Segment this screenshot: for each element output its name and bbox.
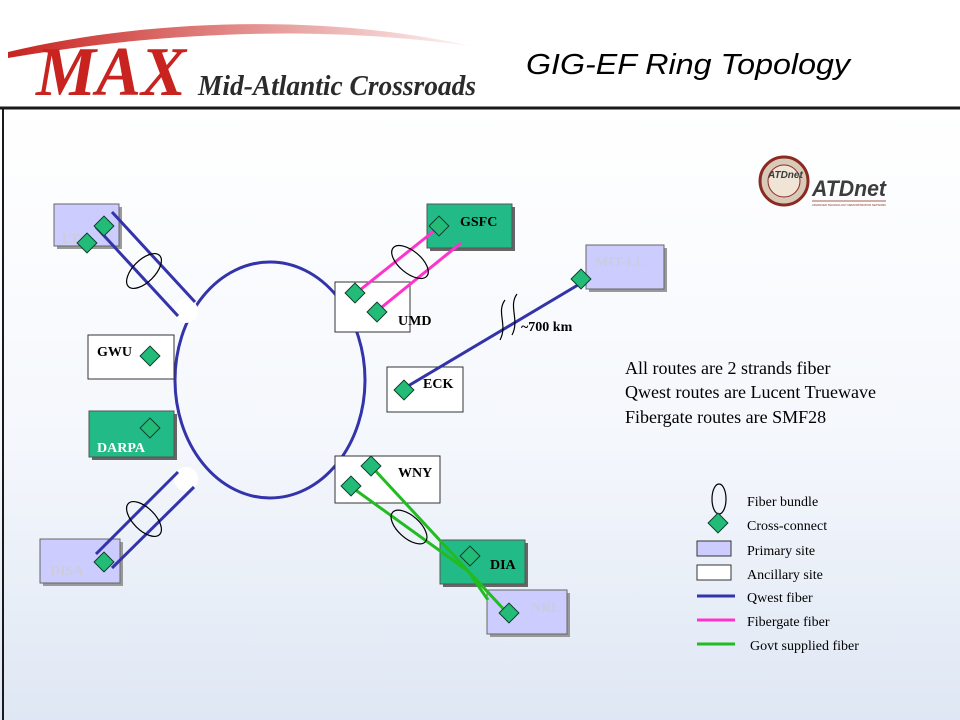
site-label-darpa: DARPA (97, 441, 146, 456)
legend-primary-site-label: Primary site (747, 544, 815, 559)
logo-subtitle: Mid-Atlantic Crossroads (197, 70, 476, 102)
ring-node-disa (174, 467, 198, 491)
atdnet-fine-print: ADVANCED TECHNOLOGY DEMONSTRATION NETWOR… (812, 203, 886, 207)
atdnet-text: ATDnet (811, 176, 888, 201)
page-title: GIG-EF Ring Topology (526, 49, 852, 81)
legend-fibergate-label: Fibergate fiber (747, 615, 830, 630)
legend-primary-site-icon (696, 540, 732, 557)
fiber-bundle-disa (126, 501, 162, 537)
site-label-gsfc: GSFC (460, 215, 497, 230)
atdnet-logo: ATDnet ATDnet ADVANCED TECHNOLOGY DEMONS… (758, 155, 888, 207)
legend-cross-connect-label: Cross-connect (747, 519, 827, 534)
note-qwest: Qwest routes are Lucent Truewave (625, 382, 876, 402)
logo-swoosh (8, 24, 470, 58)
distance-label: ~700 km (521, 320, 573, 335)
atdnet-seal-text: ATDnet (767, 170, 803, 181)
site-box-mitll (585, 244, 665, 290)
qwest-link-lts-a (110, 210, 197, 304)
qwest-link-disa-a (110, 485, 196, 570)
legend-govt-label: Govt supplied fiber (750, 639, 859, 654)
fiber-bundle-dia (390, 509, 428, 545)
atdnet-seal-inner (767, 164, 801, 198)
ring-node-lts (174, 299, 198, 323)
site-box-darpa (88, 410, 175, 458)
fibergate-link-gsfc-a (354, 225, 440, 296)
site-label-disa: DISA (50, 564, 84, 579)
site-label-dia: DIA (490, 558, 517, 573)
site-label-mitll: MIT-LL (595, 255, 645, 270)
govt-link-nrl-a (369, 464, 511, 617)
legend-qwest-label: Qwest fiber (747, 591, 813, 606)
govt-link-dia-b (349, 484, 469, 573)
notes: All routes are 2 strands fiber Qwest rou… (625, 358, 876, 427)
qwest-link-lts-b (94, 225, 180, 318)
max-logo: MAX Mid-Atlantic Crossroads (8, 24, 476, 111)
govt-link-nrl-b (466, 570, 490, 601)
site-label-eck: ECK (423, 377, 453, 392)
fiber-bundle-lts (126, 253, 162, 289)
qwest-ring (173, 260, 367, 500)
legend-fiber-bundle-label: Fiber bundle (747, 495, 818, 510)
note-fibergate: Fibergate routes are SMF28 (625, 407, 826, 427)
qwest-link-disa-b (94, 470, 180, 556)
site-box-gwu (87, 334, 175, 380)
site-label-umd: UMD (398, 314, 431, 329)
break-mark-2 (511, 293, 518, 336)
site-label-nrl: NRL (531, 601, 561, 616)
fiber-bundle-gsfc (391, 244, 429, 280)
break-mark-1 (499, 299, 506, 341)
qwest-link-mitll (402, 277, 589, 391)
site-label-wny: WNY (398, 466, 432, 481)
legend: Fiber bundle Cross-connect Primary site … (696, 483, 859, 654)
legend-ancillary-site-icon (696, 564, 732, 581)
legend-ancillary-site-label: Ancillary site (747, 568, 823, 583)
site-label-gwu: GWU (97, 345, 132, 360)
note-strands: All routes are 2 strands fiber (625, 358, 830, 378)
logo-text: MAX (35, 34, 188, 111)
fibergate-link-gsfc-b (376, 241, 462, 313)
